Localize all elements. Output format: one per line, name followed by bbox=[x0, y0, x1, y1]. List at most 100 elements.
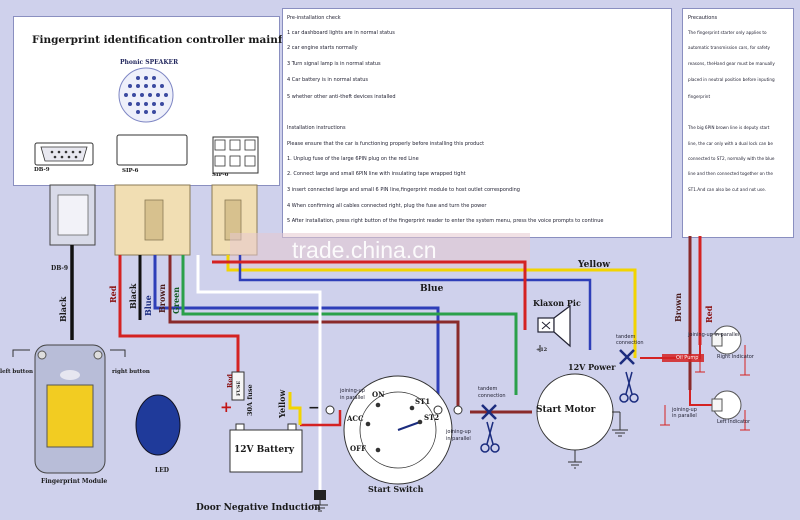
speaker-label: Phonic SPEAKER bbox=[120, 59, 179, 66]
fuse-text-label: FUSE bbox=[236, 380, 242, 396]
precaution-line: placed in neutral position before inputi… bbox=[688, 77, 775, 82]
left-button-label: left button bbox=[0, 369, 34, 375]
db9-label: DB-9 bbox=[34, 167, 50, 173]
install-item: 2. Connect large and small 6PIN line wit… bbox=[287, 171, 466, 177]
join4b-label: in parallel bbox=[672, 413, 697, 419]
check-item: 4 Car battery is in normal status bbox=[287, 77, 369, 83]
join3-label: joining-up in parallel bbox=[688, 332, 740, 338]
check-item: 2 car engine starts normally bbox=[287, 45, 358, 51]
precaution-line: The fingerprint starter only applies to bbox=[688, 30, 767, 35]
wire-brown bbox=[168, 255, 460, 410]
wire-red bbox=[118, 255, 240, 372]
wire-yellow-battery bbox=[288, 392, 302, 425]
check-title: Pre-installation check bbox=[287, 15, 341, 21]
oil-pump-bar bbox=[662, 354, 704, 362]
precaution-line: line and then connected together on the bbox=[688, 171, 773, 176]
wire-blue bbox=[153, 255, 440, 410]
precaution-line: fingerprint bbox=[688, 94, 711, 99]
led bbox=[135, 394, 181, 456]
battery bbox=[229, 429, 303, 473]
tandem2-label: tandem bbox=[616, 334, 636, 340]
fp-module-label: Fingerprint Module bbox=[41, 478, 108, 485]
klaxon-label: Klaxon Pic bbox=[533, 298, 581, 308]
install-item: 1. Unplug fuse of the large 6PIN plug on… bbox=[287, 156, 419, 162]
minus-label: − bbox=[308, 400, 320, 416]
scissors-icon bbox=[480, 371, 639, 453]
precaution-line: ST1.And can also be cut and not use. bbox=[688, 187, 767, 192]
oil-pump-label: Oil Pump bbox=[676, 355, 699, 361]
fingerprint-module bbox=[34, 344, 106, 474]
join4-label: joining-up bbox=[672, 407, 697, 413]
join1b-label: in parallel bbox=[340, 395, 365, 401]
wire-label-yellow-fuse: Yellow bbox=[277, 389, 287, 418]
check-item: 5 whether other anti-theft devices insta… bbox=[287, 94, 396, 100]
wire-label-black: Black bbox=[58, 296, 68, 322]
switch-acc: ACC bbox=[347, 414, 364, 423]
right-indicator bbox=[711, 325, 742, 355]
sip6-connector-right bbox=[212, 136, 259, 174]
right-indicator-label: Right Indicator bbox=[717, 354, 754, 360]
klaxon-icon bbox=[537, 304, 571, 348]
precautions-panel: Precautions The fingerprint starter only… bbox=[682, 8, 794, 238]
led-label: LED bbox=[155, 467, 169, 474]
wire-label-red-right: Red bbox=[704, 305, 714, 323]
power12-label: 12V Power bbox=[568, 362, 616, 372]
wire-label-brown: Brown bbox=[157, 283, 167, 313]
instructions-panel: Pre-installation check 1 car dashboard l… bbox=[282, 8, 672, 238]
wire-label-black-2: Black bbox=[128, 283, 138, 309]
watermark-text: trade.china.cn bbox=[292, 237, 436, 263]
door-label: Door Negative Induction bbox=[196, 503, 321, 513]
check-item: 1 car dashboard lights are in normal sta… bbox=[287, 30, 395, 36]
sip6-label-right: SIP-6 bbox=[212, 172, 229, 178]
left-indicator-label: Left Indicator bbox=[717, 419, 751, 425]
fuse-red-label: Red bbox=[226, 373, 234, 388]
sip6-label-left: SIP-6 bbox=[122, 168, 139, 174]
install-intro: Please ensure that the car is functionin… bbox=[287, 141, 485, 147]
start-switch-label: Start Switch bbox=[368, 484, 424, 494]
check-item: 3 Turn signal lamp is in normal status bbox=[287, 61, 381, 67]
tandem-connector bbox=[481, 349, 635, 420]
precaution-line: automatic transmission cars, for safety bbox=[688, 45, 771, 50]
join2-label: joining-up bbox=[446, 429, 471, 435]
precaution-line: reasons, theHand gear must be manually bbox=[688, 61, 775, 66]
switch-st2: ST2 bbox=[424, 413, 440, 422]
tandem2b-label: connection bbox=[616, 340, 644, 346]
wire-label-db9: DB-9 bbox=[51, 265, 69, 272]
switch-st1: ST1 bbox=[415, 397, 431, 406]
battery-label: 12V Battery bbox=[234, 445, 295, 455]
left-indicator bbox=[711, 390, 742, 420]
install-item: 3 insert connected large and small 6 PIN… bbox=[287, 187, 520, 193]
install-item: 5 After installation, press right button… bbox=[287, 218, 604, 224]
join2b-label: in parallel bbox=[446, 436, 471, 442]
tandem1-label: tandem bbox=[478, 386, 498, 392]
join1-label: joining-up bbox=[340, 388, 365, 394]
start-motor-label: Start Motor bbox=[536, 405, 596, 415]
wire-blue-horizontal bbox=[238, 255, 592, 350]
speaker-icon bbox=[118, 67, 174, 123]
wire-white bbox=[196, 255, 322, 497]
precaution-line: The big 6PIN brown line is deputy start bbox=[688, 125, 770, 130]
wire-label-blue: Blue bbox=[143, 295, 153, 316]
door-ground bbox=[314, 490, 326, 500]
switch-off: OFF bbox=[350, 444, 367, 453]
wire-label-red: Red bbox=[108, 285, 118, 303]
tandem1b-label: connection bbox=[478, 393, 506, 399]
fuse-rating-label: 30A fuse bbox=[246, 384, 254, 416]
sip6-connector-left bbox=[116, 134, 188, 166]
plus-label: + bbox=[220, 398, 233, 416]
precaution-line: connected to ST2, normally with the blue bbox=[688, 156, 775, 161]
wire-label-green: Green bbox=[171, 286, 181, 314]
fuse bbox=[231, 371, 245, 401]
wire-label-yellow: Yellow bbox=[578, 260, 610, 270]
controller-title: Fingerprint identification controller ma… bbox=[32, 34, 313, 46]
right-button-label: right button bbox=[112, 369, 150, 375]
plus12-label: +12 bbox=[536, 347, 548, 353]
precautions-title: Precautions bbox=[688, 15, 718, 21]
precaution-line: line, the car only with a dual lock can … bbox=[688, 141, 773, 146]
install-title: Installation instructions bbox=[287, 125, 346, 131]
wire-red-right bbox=[212, 260, 527, 330]
install-item: 4 When confirming all cables connected r… bbox=[287, 203, 487, 209]
switch-on: ON bbox=[372, 390, 385, 399]
wire-label-brown-right: Brown bbox=[673, 292, 683, 322]
